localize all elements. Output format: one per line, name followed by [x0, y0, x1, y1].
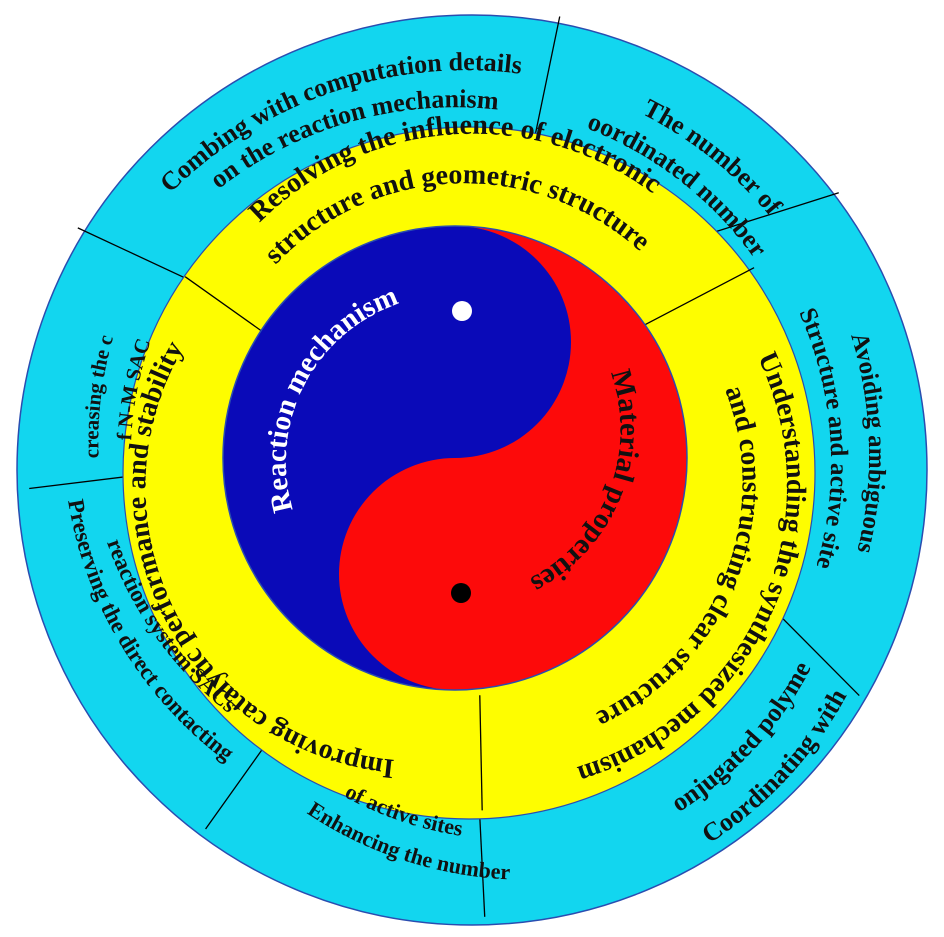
middle-dividers	[184, 267, 755, 811]
middle-divider	[643, 267, 755, 326]
yin-yang-symbol	[222, 225, 688, 691]
outer-divider	[205, 748, 263, 830]
middle-divider	[184, 276, 272, 339]
middle-divider	[479, 695, 483, 811]
outer-divider	[713, 192, 839, 233]
black-dot	[451, 583, 471, 603]
outer-divider	[29, 475, 130, 490]
yin-yang-outline	[222, 225, 688, 691]
outer-divider	[478, 812, 486, 917]
white-dot	[452, 301, 472, 321]
yang-half	[339, 226, 687, 690]
outer-divider	[534, 16, 561, 134]
